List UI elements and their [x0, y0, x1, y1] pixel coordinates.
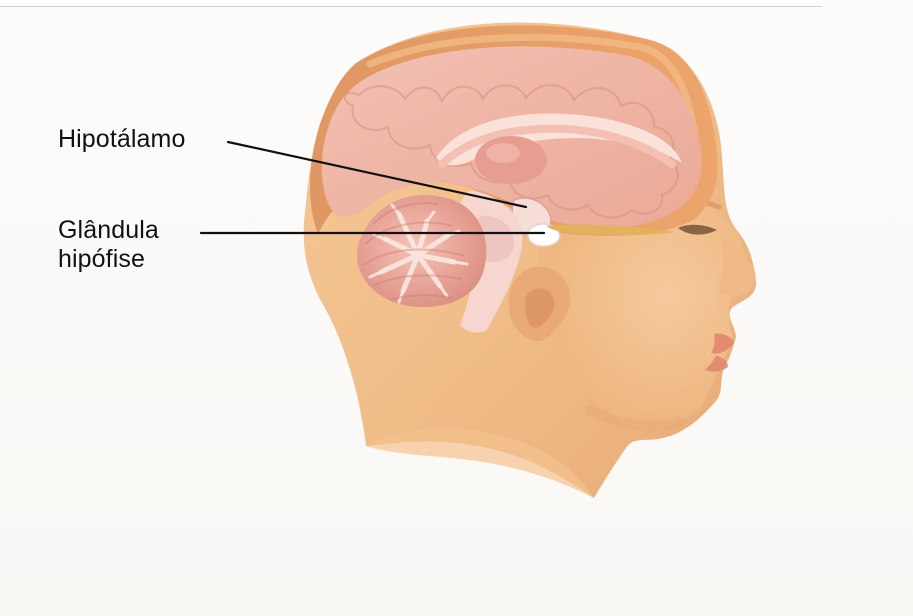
lips: [705, 333, 734, 372]
corpus-callosum: [436, 113, 682, 166]
ear-inner: [524, 288, 555, 328]
pituitary-label: Glândula hipófise: [58, 216, 159, 274]
nose: [717, 232, 756, 296]
brain: [321, 46, 702, 333]
jaw-shadow: [585, 405, 686, 431]
hypothalamus-leader-line: [226, 140, 528, 209]
skull-rim-light: [366, 33, 701, 158]
cerebellum-folds: [363, 202, 466, 301]
hypothalamus-label: Hipotálamo: [58, 125, 186, 153]
arbor-vitae: [378, 211, 457, 294]
thalamus-highlight: [486, 143, 520, 163]
neck-shadow: [366, 428, 594, 498]
gyri-pattern: [343, 83, 679, 219]
top-divider: [0, 0, 822, 7]
pituitary-label-line-2: hipófise: [58, 245, 145, 273]
inner-arc: [438, 124, 676, 168]
eye: [678, 224, 717, 235]
optic-nerve: [546, 224, 676, 236]
pituitary-label-line-1: Glândula: [58, 216, 159, 244]
face-highlight: [537, 188, 748, 428]
